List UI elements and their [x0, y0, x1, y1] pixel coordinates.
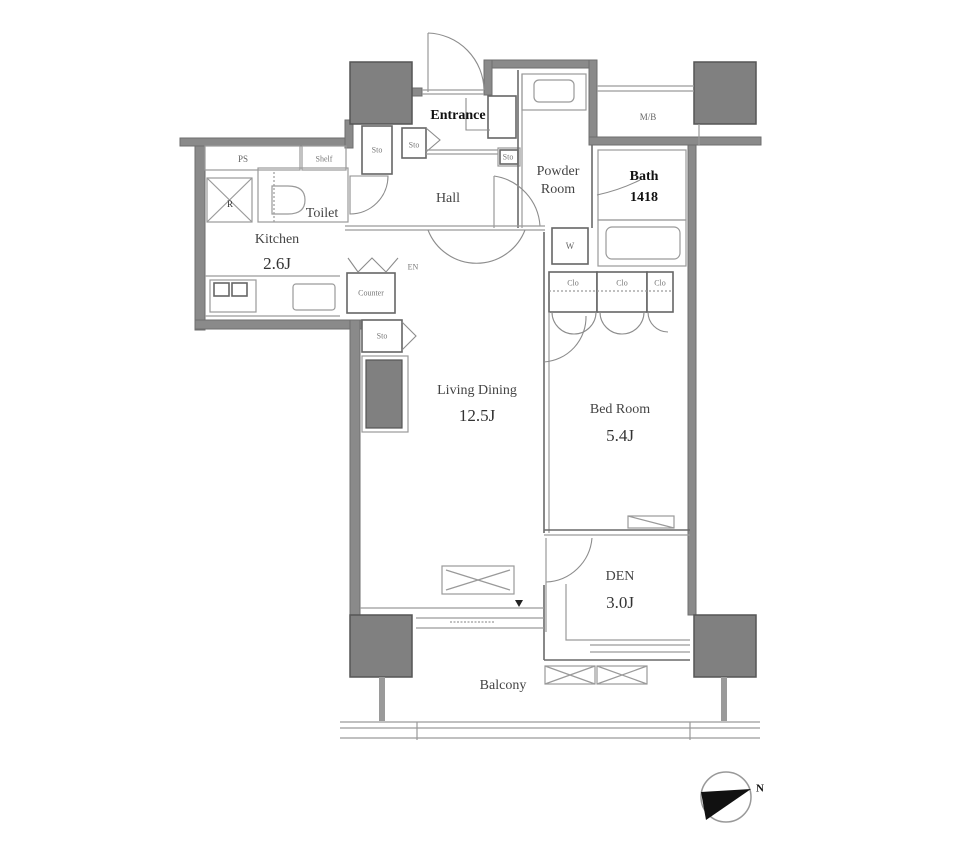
wall — [179, 137, 353, 147]
room-label-powder-room-line1: Powder — [536, 163, 580, 179]
room-label-entrance: Entrance — [430, 107, 486, 123]
wall — [411, 87, 423, 97]
wall — [349, 319, 361, 616]
refrigerator-label: R — [226, 198, 234, 209]
room-label-den: DEN — [605, 568, 635, 584]
room-label-bed-room: Bed Room — [589, 401, 651, 417]
counter-label: Counter — [358, 288, 384, 298]
living-door — [427, 229, 526, 264]
powder-room-door — [493, 175, 541, 227]
kitchen-area: 2.6J — [263, 254, 291, 274]
closet-label: Clo — [654, 278, 666, 288]
storage-label: Sto — [408, 140, 420, 150]
room-label-mb: M/B — [639, 111, 657, 122]
storage-label: Sto — [502, 152, 514, 162]
wall — [483, 59, 493, 96]
room-label-hall: Hall — [435, 190, 461, 206]
wall — [483, 59, 598, 69]
wall — [588, 59, 598, 144]
wall — [194, 145, 206, 331]
en-label: EN — [407, 262, 419, 272]
closet-label: Clo — [567, 278, 579, 288]
storage-label: Sto — [371, 145, 383, 155]
wall — [687, 144, 697, 616]
column — [349, 614, 413, 678]
wall — [588, 136, 762, 146]
wall — [194, 319, 366, 330]
room-label-kitchen: Kitchen — [254, 231, 300, 247]
entrance-door — [427, 32, 485, 91]
room-label-balcony: Balcony — [479, 677, 527, 693]
bath-size: 1418 — [630, 189, 658, 205]
wall — [344, 119, 354, 149]
room-label-toilet: Toilet — [305, 205, 339, 221]
room-label-powder-room-line2: Room — [540, 181, 576, 197]
shelf-label: Shelf — [315, 154, 333, 164]
closet-label: Clo — [616, 278, 628, 288]
den-area: 3.0J — [606, 593, 634, 613]
column — [349, 61, 413, 125]
room-label-bath: Bath — [629, 168, 659, 184]
washer-label: W — [565, 240, 575, 251]
living-dining-area: 12.5J — [458, 406, 496, 426]
column — [693, 61, 757, 125]
compass-icon — [700, 771, 752, 823]
storage-label: Sto — [376, 331, 388, 341]
bed-room-area: 5.4J — [606, 426, 634, 446]
compass-north-label: N — [756, 782, 764, 795]
column — [693, 614, 757, 678]
room-label-living-dining: Living Dining — [437, 382, 517, 398]
ps-label: PS — [237, 153, 249, 164]
